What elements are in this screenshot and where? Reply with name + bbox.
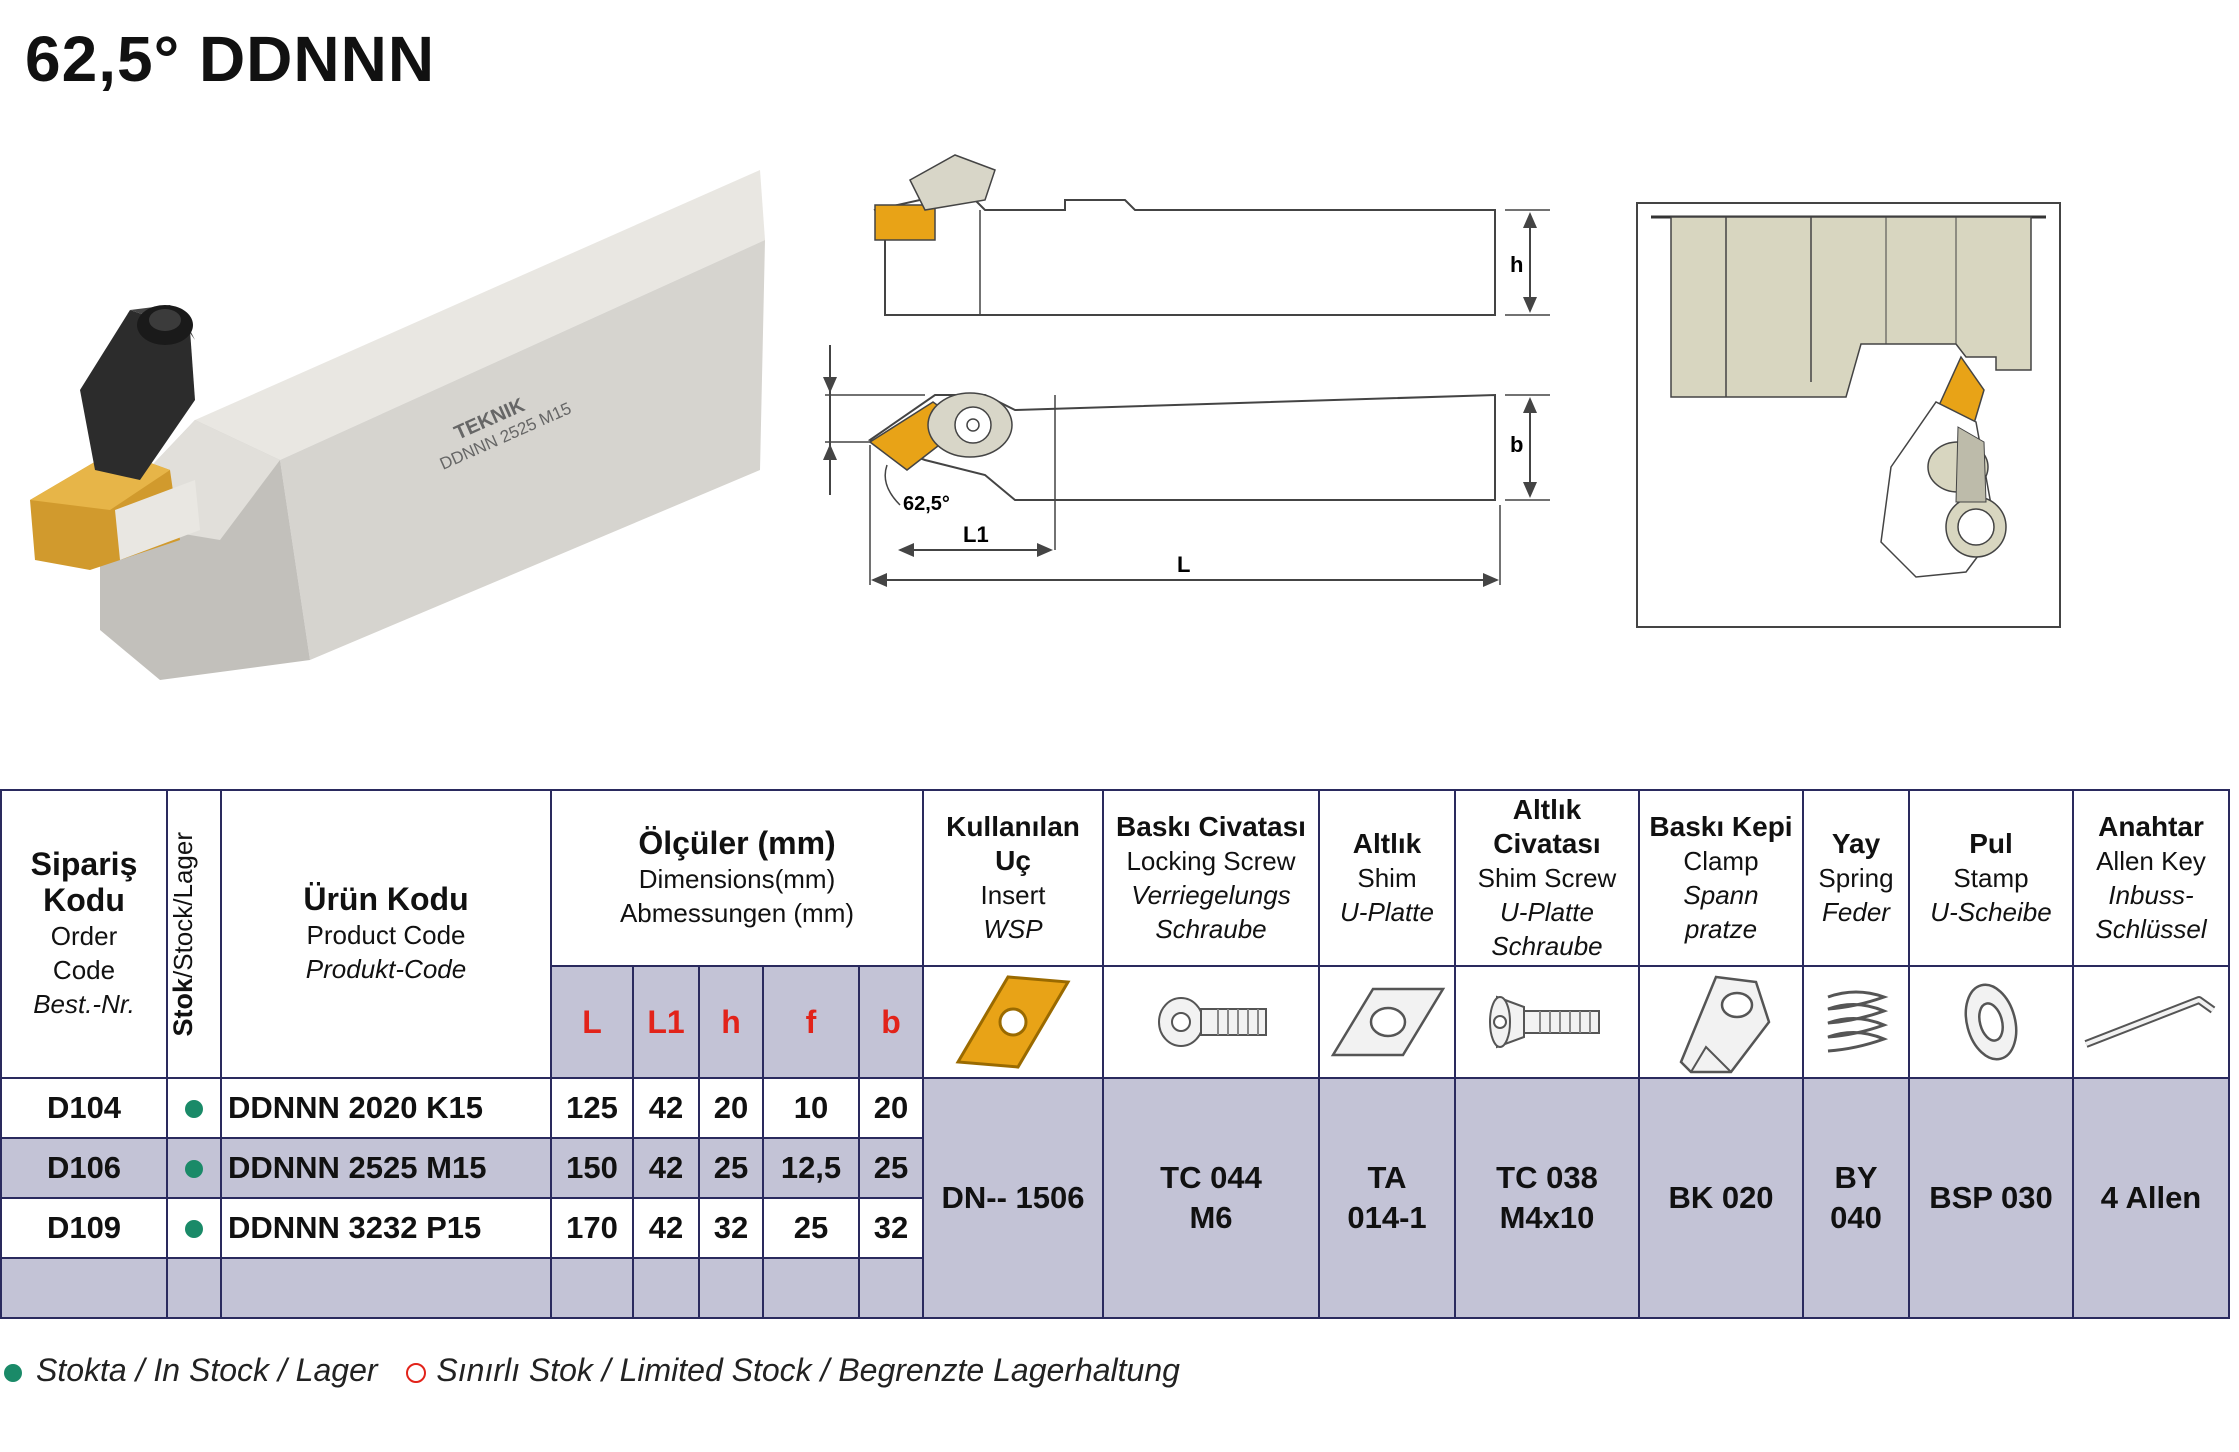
dim-col-h: h: [698, 965, 764, 1079]
header-locking-screw: Baskı Civatası Locking Screw Verriegelun…: [1102, 789, 1320, 967]
stock-status: [166, 1077, 222, 1139]
shim-screw-icon: [1489, 995, 1600, 1049]
empty-cell: [762, 1257, 860, 1319]
dim-b: 25: [858, 1137, 924, 1199]
dim-f: 12,5: [762, 1137, 860, 1199]
header-spring: Yay Spring Feder: [1802, 789, 1910, 967]
empty-cell: [0, 1257, 168, 1319]
dim-h: 32: [698, 1197, 764, 1259]
dim-h: 25: [698, 1137, 764, 1199]
stamp-icon: [1964, 983, 2018, 1061]
tool-photo: TEKNIK DDNNN 2525 M15: [20, 160, 780, 700]
allen-key-code: 4 Allen: [2072, 1077, 2230, 1319]
empty-cell: [698, 1257, 764, 1319]
dim-f: 25: [762, 1197, 860, 1259]
dim-col-L1: L1: [632, 965, 700, 1079]
table-row-empty: [0, 1257, 2229, 1319]
dim-b: 20: [858, 1077, 924, 1139]
dim-b: 32: [858, 1197, 924, 1259]
product-code: DDNNN 2525 M15: [220, 1137, 552, 1199]
dim-L1: 42: [632, 1077, 700, 1139]
page-title: 62,5° DDNNN: [25, 23, 436, 95]
stamp-image: [1908, 965, 2074, 1079]
dim-col-L: L: [550, 965, 634, 1079]
product-code: DDNNN 3232 P15: [220, 1197, 552, 1259]
in-stock-dot-icon: [4, 1363, 22, 1382]
order-code: D104: [0, 1077, 168, 1139]
header-shim: Altlık Shim U-Platte: [1318, 789, 1456, 967]
product-code: DDNNN 2020 K15: [220, 1077, 552, 1139]
stock-status: [166, 1137, 222, 1199]
limited-stock-circle-icon: [406, 1362, 427, 1383]
legend-in-stock: Stokta / In Stock / Lager: [36, 1352, 378, 1388]
table-row: D104 DDNNN 2020 K15 125 42 20 10 20 DN--…: [0, 1077, 2230, 1319]
clamp-image: [1638, 965, 1804, 1079]
header-allen-key: Anahtar Allen Key Inbuss- Schlüssel: [2072, 789, 2230, 967]
stamp-code: BSP 030: [1908, 1077, 2074, 1319]
technical-drawing: h b f 62,5° L1 L: [815, 140, 1575, 600]
in-stock-dot-icon: [185, 1100, 203, 1118]
machining-illustration: [1636, 202, 2061, 628]
locking-screw-image: [1102, 965, 1320, 1079]
header-product-code: Ürün Kodu Product Code Produkt-Code: [220, 789, 552, 1079]
shim-screw-image: [1454, 965, 1640, 1079]
dim-label-h: h: [1510, 252, 1523, 277]
in-stock-dot-icon: [185, 1160, 203, 1178]
order-code: D109: [0, 1197, 168, 1259]
dim-L: 125: [550, 1077, 634, 1139]
empty-cell: [858, 1257, 924, 1319]
stock-legend: Stokta / In Stock / Lager Sınırlı Stok /…: [4, 1352, 1180, 1389]
header-stock: Stok/Stock/Lager: [166, 789, 222, 1079]
table-row: D109 DDNNN 3232 P15 170 42 32 25 32: [0, 1197, 2229, 1259]
dim-h: 20: [698, 1077, 764, 1139]
dim-L1: 42: [632, 1137, 700, 1199]
dim-L: 170: [550, 1197, 634, 1259]
empty-cell: [632, 1257, 700, 1319]
order-code: D106: [0, 1137, 168, 1199]
spring-icon: [1827, 990, 1889, 1053]
legend-limited-stock: Sınırlı Stok / Limited Stock / Begrenzte…: [436, 1352, 1180, 1388]
dim-L1: 42: [632, 1197, 700, 1259]
clamp-icon: [1679, 975, 1771, 1074]
shim-icon: [1330, 987, 1445, 1057]
table-row: D106 DDNNN 2525 M15 150 42 25 12,5 25: [0, 1137, 2229, 1199]
header-stamp: Pul Stamp U-Scheibe: [1908, 789, 2074, 967]
angle-label: 62,5°: [903, 493, 950, 515]
dim-label-L: L: [1177, 552, 1190, 577]
shim-image: [1318, 965, 1456, 1079]
dim-col-f: f: [762, 965, 860, 1079]
locking-screw-icon: [1158, 997, 1267, 1047]
empty-cell: [166, 1257, 222, 1319]
dim-label-L1: L1: [963, 522, 989, 547]
header-clamp: Baskı Kepi Clamp Spann pratze: [1638, 789, 1804, 967]
clamp-code: BK 020: [1638, 1077, 1804, 1319]
insert-icon: [955, 975, 1071, 1069]
in-stock-dot-icon: [185, 1220, 203, 1238]
dim-f: 10: [762, 1077, 860, 1139]
dim-L: 150: [550, 1137, 634, 1199]
empty-cell: [220, 1257, 552, 1319]
empty-cell: [550, 1257, 634, 1319]
dim-col-b: b: [858, 965, 924, 1079]
spring-image: [1802, 965, 1910, 1079]
allen-key-icon: [2084, 996, 2216, 1048]
insert-code: DN-- 1506: [922, 1077, 1104, 1319]
header-dimensions: Ölçüler (mm) Dimensions(mm) Abmessungen …: [550, 789, 924, 967]
stock-status: [166, 1197, 222, 1259]
dim-label-b: b: [1510, 432, 1523, 457]
allen-key-image: [2072, 965, 2230, 1079]
insert-image: [922, 965, 1104, 1079]
